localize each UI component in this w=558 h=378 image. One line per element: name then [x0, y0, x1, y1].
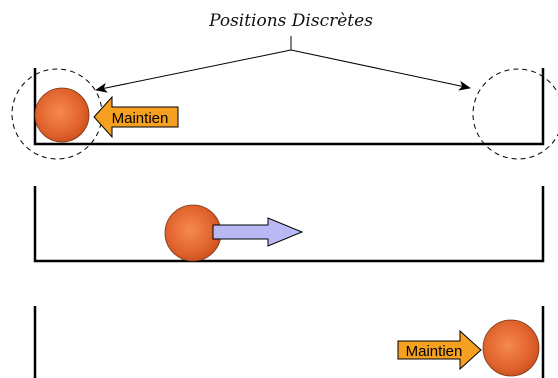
- ball: [34, 87, 90, 143]
- hold-arrow-left: Maintien: [93, 95, 179, 139]
- track-1: [33, 68, 545, 146]
- panel-hold-right: Maintien: [33, 306, 545, 378]
- move-arrow-right: [212, 217, 304, 247]
- pointer-right-arrow: [290, 49, 471, 91]
- title-pointers: [95, 36, 471, 93]
- position-marker-right: [472, 68, 558, 160]
- ball: [482, 319, 540, 377]
- hold-label: Maintien: [406, 343, 463, 360]
- panel-hold-left: Maintien: [11, 68, 558, 160]
- track-2: [33, 186, 545, 263]
- diagram-title: Positions Discrètes: [208, 11, 373, 31]
- hold-arrow-right: Maintien: [397, 329, 482, 371]
- pointer-left-arrow: [95, 49, 292, 93]
- hold-label: Maintien: [112, 110, 169, 127]
- track-3: [33, 306, 545, 378]
- panel-moving: [33, 186, 545, 263]
